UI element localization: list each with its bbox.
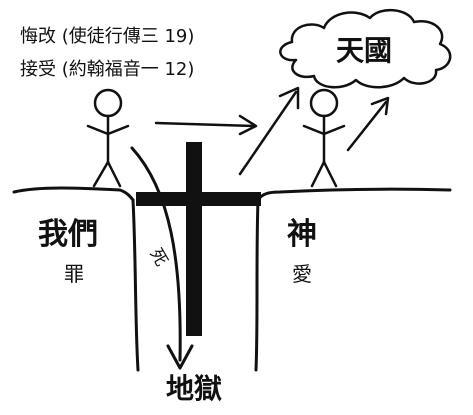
death-label: 死 — [145, 245, 171, 270]
heaven-cloud: 天國 — [279, 9, 452, 89]
cross-bridge — [136, 142, 261, 336]
god-label: 神 — [287, 217, 317, 252]
hell-label: 地獄 — [166, 372, 222, 405]
ground-line — [12, 186, 452, 202]
sin-label: 罪 — [64, 262, 84, 286]
crossing-arrow — [154, 114, 258, 136]
receive-verse: 接受 (約翰福音一 12) — [20, 59, 194, 80]
love-label: 愛 — [292, 262, 312, 286]
heaven-arrow-middle — [238, 86, 300, 176]
repent-verse: 悔改 (使徒行傳三 19) — [20, 26, 194, 47]
we-label: 我們 — [38, 217, 98, 252]
person-left-figure — [86, 88, 130, 188]
death-arrow — [130, 146, 194, 370]
person-right-figure — [302, 88, 346, 188]
heaven-label: 天國 — [336, 34, 392, 67]
chasm — [131, 198, 260, 372]
heaven-arrow-right — [346, 96, 390, 152]
